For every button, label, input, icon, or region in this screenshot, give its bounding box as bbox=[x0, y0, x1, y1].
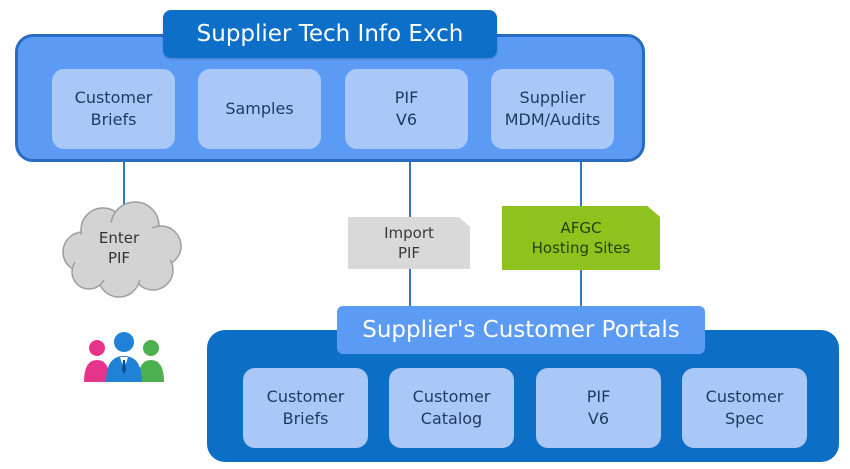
cloud-label: Enter PIF bbox=[98, 229, 140, 267]
cloud-icon bbox=[62, 201, 182, 298]
customer-portals-title: Supplier's Customer Portals bbox=[337, 306, 705, 354]
card-customer-catalog[interactable]: Customer Catalog bbox=[389, 368, 514, 448]
afgc-hosting-sites-document: AFGC Hosting Sites bbox=[502, 206, 660, 270]
connector-line-cloud bbox=[123, 160, 125, 220]
card-customer-briefs-bottom[interactable]: Customer Briefs bbox=[243, 368, 368, 448]
card-samples[interactable]: Samples bbox=[198, 69, 321, 149]
users-group-icon bbox=[84, 332, 164, 382]
card-customer-spec[interactable]: Customer Spec bbox=[682, 368, 807, 448]
card-pif-v6-top[interactable]: PIF V6 bbox=[345, 69, 468, 149]
import-pif-document: Import PIF bbox=[348, 217, 470, 269]
card-supplier-mdm-audits[interactable]: Supplier MDM/Audits bbox=[491, 69, 614, 149]
card-customer-briefs-top[interactable]: Customer Briefs bbox=[52, 69, 175, 149]
supplier-tech-info-title: Supplier Tech Info Exch bbox=[163, 10, 497, 58]
card-pif-v6-bottom[interactable]: PIF V6 bbox=[536, 368, 661, 448]
